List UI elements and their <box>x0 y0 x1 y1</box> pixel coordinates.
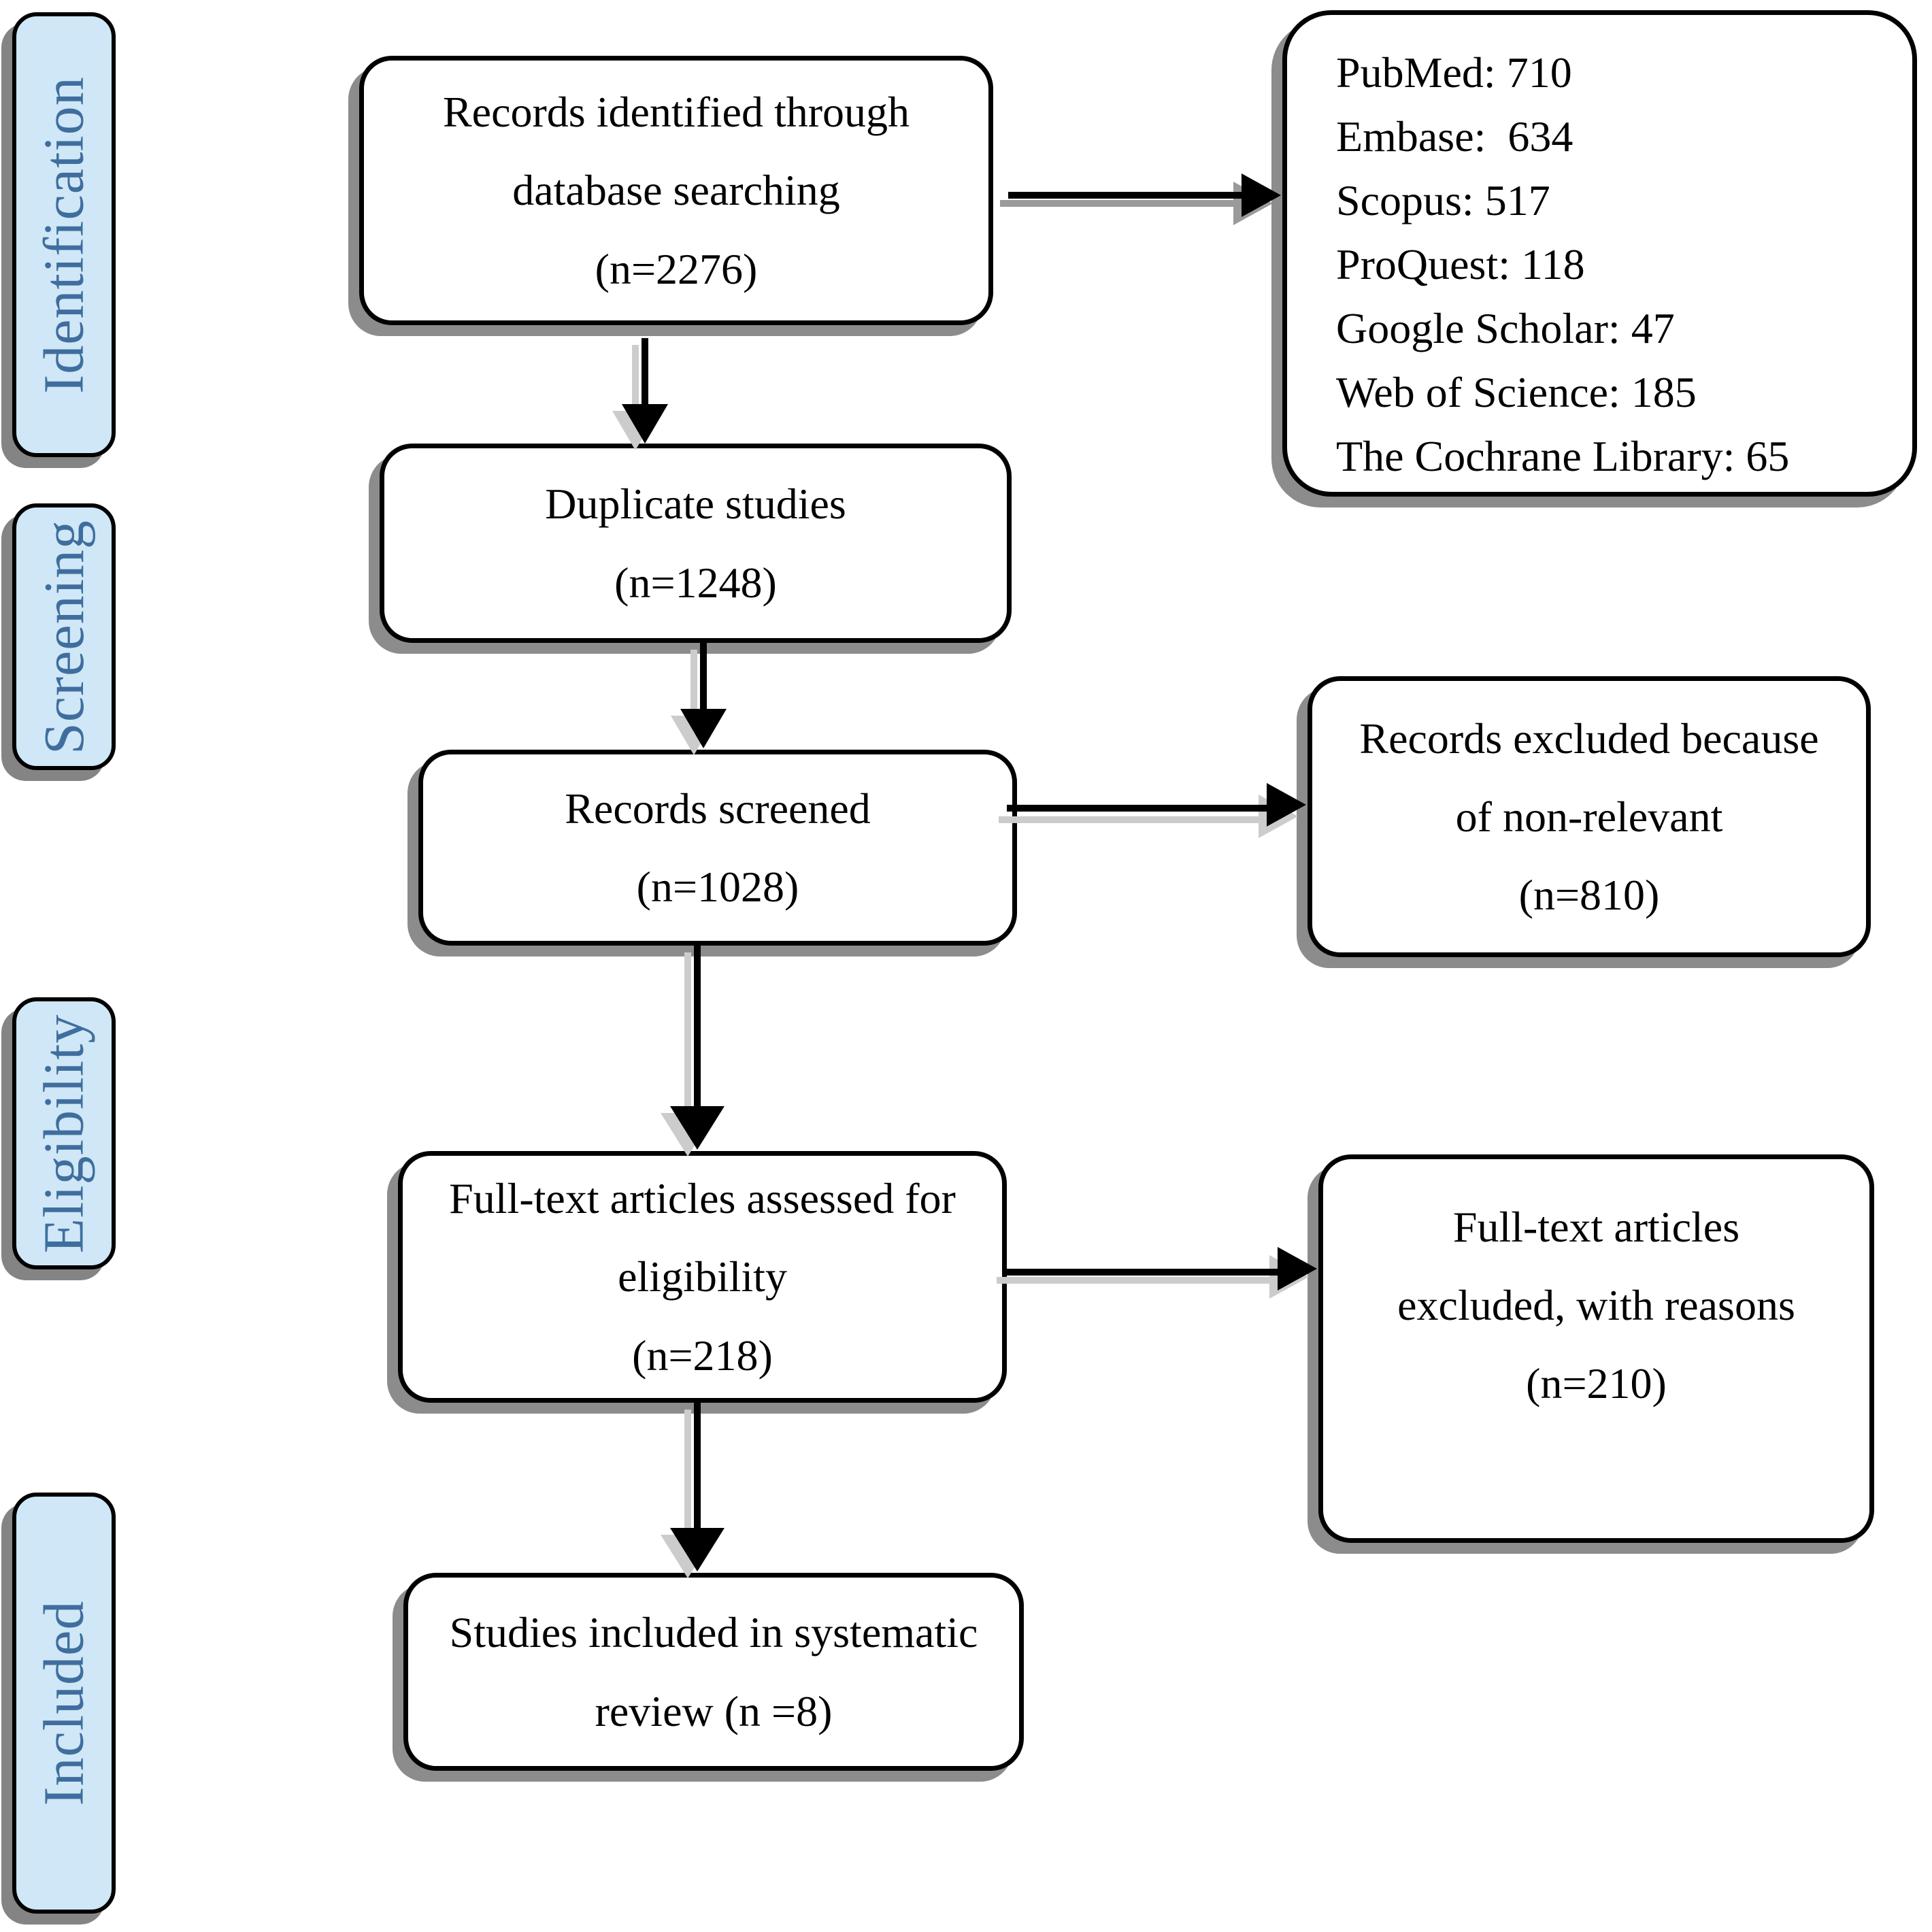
arrow-line <box>642 338 648 405</box>
source-google-scholar: Google Scholar: 47 <box>1336 304 1675 353</box>
box-duplicate-studies-text: Duplicate studies (n=1248) <box>545 480 846 607</box>
box-database-sources: PubMed: 710 Embase: 634 Scopus: 517 ProQ… <box>1282 10 1917 497</box>
arrow-down-head <box>670 1106 724 1150</box>
arrow-right-head <box>1267 783 1306 827</box>
stage-screening-label: Screening <box>32 519 96 754</box>
box-studies-included: Studies included in systematic review (n… <box>403 1573 1024 1771</box>
box-records-identified: Records identified through database sear… <box>359 56 993 325</box>
arrow-down-head <box>680 709 727 748</box>
source-web-of-science: Web of Science: 185 <box>1336 368 1697 417</box>
stage-identification-label: Identification <box>32 76 96 394</box>
arrow-line <box>1008 192 1243 199</box>
box-fulltext-excluded: Full-text articles excluded, with reason… <box>1318 1154 1874 1543</box>
source-proquest: ProQuest: 118 <box>1336 240 1585 289</box>
stage-eligibility: Eligibility <box>12 997 116 1269</box>
stage-included-label: Included <box>32 1600 96 1806</box>
box-studies-included-text: Studies included in systematic review (n… <box>449 1608 978 1735</box>
arrow-line <box>700 643 707 709</box>
arrow-shadow-line <box>684 1410 691 1535</box>
source-pubmed: PubMed: 710 <box>1336 48 1572 97</box>
box-fulltext-assessed-text: Full-text articles assessed for eligibil… <box>449 1174 956 1380</box>
arrow-line <box>694 1403 701 1528</box>
box-records-screened: Records screened (n=1028) <box>418 750 1017 946</box>
box-records-excluded-text: Records excluded because of non-relevant… <box>1359 714 1819 920</box>
box-records-screened-text: Records screened (n=1028) <box>565 784 871 911</box>
stage-included: Included <box>12 1493 116 1914</box>
arrow-right-head <box>1278 1247 1317 1290</box>
arrow-down-head <box>622 404 668 444</box>
arrow-down-head <box>670 1528 724 1571</box>
box-records-excluded: Records excluded because of non-relevant… <box>1308 676 1871 957</box>
arrow-line <box>1007 805 1268 812</box>
stage-eligibility-label: Eligibility <box>32 1014 96 1253</box>
arrow-shadow-line <box>997 1277 1271 1284</box>
arrow-line <box>1005 1269 1279 1276</box>
stage-identification: Identification <box>12 12 116 457</box>
source-embase: Embase: 634 <box>1336 112 1573 161</box>
arrow-line <box>694 946 701 1106</box>
box-records-identified-text: Records identified through database sear… <box>442 88 910 293</box>
source-cochrane-library: The Cochrane Library: 65 <box>1336 432 1790 481</box>
arrow-right-head <box>1242 173 1281 217</box>
box-fulltext-assessed: Full-text articles assessed for eligibil… <box>398 1151 1007 1403</box>
source-scopus: Scopus: 517 <box>1336 176 1550 225</box>
stage-screening: Screening <box>12 503 116 770</box>
arrow-shadow-line <box>1000 200 1235 207</box>
arrow-shadow-line <box>999 816 1260 823</box>
box-duplicate-studies: Duplicate studies (n=1248) <box>380 444 1012 643</box>
box-fulltext-excluded-text: Full-text articles excluded, with reason… <box>1397 1203 1795 1408</box>
arrow-shadow-line <box>690 650 697 716</box>
arrow-shadow-line <box>684 952 691 1113</box>
arrow-shadow-line <box>632 345 639 412</box>
